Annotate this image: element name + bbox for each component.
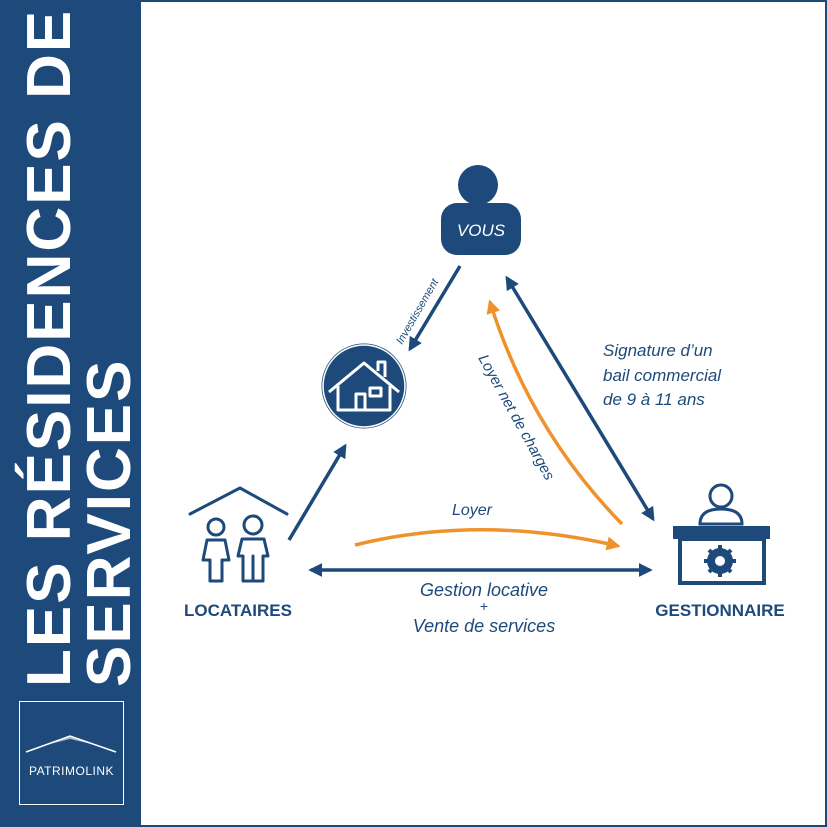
label-gestion-plus: + <box>480 598 488 614</box>
arrow-vous-gestionnaire <box>505 275 655 522</box>
vous-node: VOUS <box>441 165 521 255</box>
label-loyer: Loyer <box>452 502 493 519</box>
logo: PATRIMOLINK <box>19 701 124 805</box>
locataires-label: LOCATAIRES <box>184 601 292 620</box>
label-gestion-line2: Vente de services <box>413 616 555 636</box>
sidebar: LES RÉSIDENCES DE SERVICES PATRIMOLINK <box>0 0 144 827</box>
gestionnaire-icon <box>673 483 770 585</box>
house-icon <box>328 360 400 412</box>
arrow-vous-to-house <box>408 265 462 352</box>
house-node <box>318 340 410 432</box>
logo-roof-icon <box>25 735 117 753</box>
vous-body <box>441 203 521 255</box>
label-signature-line3: de 9 à 11 ans <box>603 390 705 409</box>
arrow-loyer <box>354 528 621 551</box>
label-signature-line1: Signature d’un <box>603 341 713 360</box>
logo-text: PATRIMOLINK <box>28 764 115 778</box>
gestionnaire-label: GESTIONNAIRE <box>655 601 784 620</box>
vous-head-icon <box>458 165 498 205</box>
arrow-locataires-to-house <box>287 443 347 541</box>
house-badge-ring <box>322 344 406 428</box>
label-signature-line2: bail commercial <box>603 366 722 385</box>
vous-label: VOUS <box>457 221 506 240</box>
label-gestion-line1: Gestion locative <box>420 580 548 600</box>
locataires-icon <box>188 486 289 583</box>
house-badge <box>318 340 410 432</box>
arrow-loyer-net <box>486 299 624 526</box>
